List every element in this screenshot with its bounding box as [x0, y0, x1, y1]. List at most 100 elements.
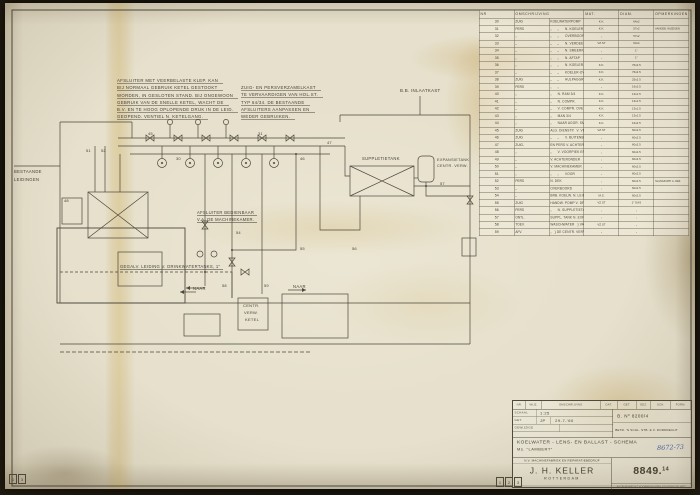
table-cell: AANGEB. WIJZIGEN: [653, 25, 689, 33]
table-cell: „: [618, 206, 655, 215]
table-cell: [653, 228, 689, 236]
table-cell: [653, 112, 689, 120]
table-cell: K.K.: [583, 119, 620, 128]
table-cell: „: [513, 148, 550, 157]
table-cell: 56: [479, 206, 515, 215]
table-cell: „: [583, 141, 620, 149]
table-cell: 13x1.5: [618, 105, 655, 113]
table-cell: „: [513, 61, 550, 70]
table-cell: VZ.ST: [583, 221, 620, 229]
table-cell: K.K.: [583, 76, 620, 84]
table-cell: „: [583, 47, 620, 55]
revision-cell: OMSCHRIJVING: [541, 401, 601, 409]
fold-mark: 3: [18, 474, 26, 484]
table-cell: „: [513, 112, 550, 120]
pipe-number: 45: [148, 131, 153, 136]
table-cell: 13x1.5: [618, 112, 655, 120]
table-row: 36„„ „ N. KOELER-KEERKOMP.K.K.76x2.5: [479, 61, 689, 70]
pipe-number: 31: [258, 131, 263, 136]
note-text: BIJ NORMAAL GEBRUIK KETEL GESTOOKT: [117, 85, 223, 92]
table-cell: 36: [479, 61, 515, 70]
table-cell: „: [513, 54, 550, 62]
revision-cell: FORM.: [671, 401, 691, 409]
table-cell: „: [583, 163, 620, 171]
fold-mark: 1: [496, 477, 504, 487]
table-cell: 60x2.5: [618, 192, 655, 200]
table-cell: 25x2.5: [618, 76, 655, 84]
company-type: N.V. MACHINEFABRIEK EN REPARATIEBEDRIJF: [513, 460, 611, 464]
table-cell: „: [583, 54, 620, 62]
table-cell: [653, 184, 689, 193]
note-text: WEDER GEBRUIKEN.: [241, 114, 296, 121]
table-cell: [653, 148, 689, 157]
table-cell: 34: [479, 47, 515, 55]
table-cell: 58: [479, 221, 515, 229]
table-cell: „ „: [548, 83, 585, 91]
table-cell: SUPPL. TANK N. EXPANSIETANK: [548, 213, 585, 222]
table-cell: „ } DE CENTR. VERW.: [548, 228, 585, 236]
table-cell: „: [513, 47, 550, 55]
table-cell: [653, 76, 689, 84]
table-cell: „: [513, 184, 550, 193]
table-cell: SLANGKOPP. A. DEK: [653, 177, 689, 186]
table-cell: K.K.: [583, 105, 620, 113]
table-cell: 46: [479, 134, 515, 142]
diagram-label: EXPANSIETANK: [437, 158, 470, 162]
note-line: WEDER GEBRUIKEN.: [241, 113, 323, 121]
note-text: WORDEN, IN GESLOTEN STAND. BIJ ONGEWOON: [117, 92, 239, 99]
table-cell: V. ACHTERONDER: [548, 155, 585, 164]
table-cell: [653, 18, 689, 26]
table-cell: [653, 126, 689, 135]
note-text: AFSLUITERS AANPASSEN EN: [241, 106, 315, 113]
table-cell: „: [583, 83, 620, 91]
table-cell: „ N. SUPPLETIETANK: [548, 206, 585, 215]
diagram-label: VERW.: [244, 310, 259, 315]
table-cell: 1″ GAS: [618, 199, 655, 207]
table-cell: ZUIG: [513, 18, 550, 26]
table-cell: „: [513, 97, 550, 106]
table-cell: PERS: [513, 206, 550, 215]
column-header: NR: [479, 10, 515, 19]
table-cell: [653, 39, 689, 48]
date-value: 29-7-'60: [550, 417, 574, 424]
table-cell: [653, 97, 689, 106]
note-line: AFSLUITERS AANPASSEN EN: [241, 106, 323, 113]
table-row: 53„OVERBOORD„60x2.5: [479, 184, 689, 193]
table-cell: 57x2: [618, 32, 655, 41]
table-cell: „: [513, 39, 550, 48]
table-cell: K.K.: [583, 68, 620, 77]
pipe-number: 57: [440, 181, 445, 186]
note-text: AFSLUITER MET VEERBELASTE KLEP. KAN: [117, 78, 224, 84]
table-cell: „ N. COMPR.: [548, 97, 585, 106]
table-cell: „ V. VOORPIEK EN VOORONDER: [548, 148, 585, 157]
table-cell: K.K.: [583, 61, 620, 70]
pipe-number: 58: [222, 283, 227, 288]
table-cell: 60x2.5: [618, 155, 655, 164]
table-row: 32„„ „ OVERBOORD„57x2: [479, 32, 689, 41]
table-cell: 49: [479, 155, 515, 164]
table-cell: 33: [479, 39, 515, 48]
table-cell: [653, 32, 689, 41]
table-cell: VZ.ST: [583, 126, 620, 135]
table-cell: 42: [479, 105, 515, 113]
drawing-title: KOELWATER - LENS- EN BALLAST - SCHEMA: [517, 439, 638, 446]
note-line: GEBRUIK VAN DE SNELLE KETEL, WACHT DE: [117, 99, 238, 106]
table-cell: 57: [479, 213, 515, 222]
diagram-label: GEGALV. LEIDING V. DRINKWATERTANKS, 1″: [120, 264, 224, 270]
table-row: 50„V. MACHINEKAMER ACHTER„60x2.5: [479, 163, 689, 171]
table-cell: [653, 141, 689, 149]
table-cell: „: [618, 221, 655, 229]
table-cell: ALG. DIENSTP. V. VERHEVELKAST: [548, 126, 585, 135]
table-cell: [653, 155, 689, 164]
